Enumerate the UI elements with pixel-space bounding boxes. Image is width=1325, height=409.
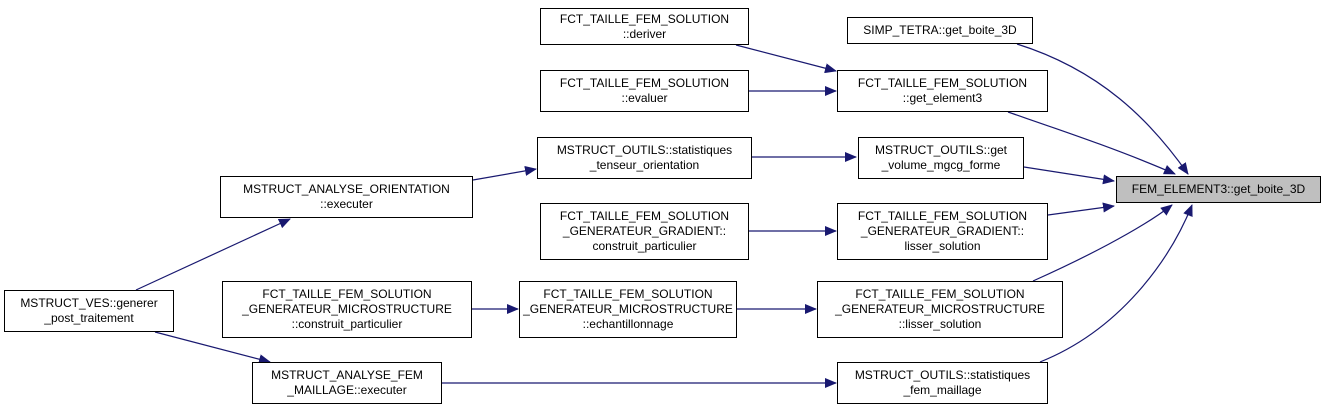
node-simp-tetra[interactable]: SIMP_TETRA::get_boite_3D [847,17,1033,44]
edge-grad_lisser-to-focus [1047,202,1115,216]
node-label-line: FEM_ELEMENT3::get_boite_3D [1131,182,1306,196]
node-micro-lisser[interactable]: FCT_TAILLE_FEM_SOLUTION_GENERATEUR_MICRO… [817,281,1063,338]
node-label-line: FCT_TAILLE_FEM_SOLUTION [559,11,730,26]
node-get-element3[interactable]: FCT_TAILLE_FEM_SOLUTION::get_element3 [837,70,1048,112]
node-label-line: FCT_TAILLE_FEM_SOLUTION [262,287,432,301]
node-grad-lisser[interactable]: FCT_TAILLE_FEM_SOLUTION_GENERATEUR_GRADI… [837,203,1048,260]
edge-simp_tetra-to-focus [1016,43,1189,175]
node-label-line: MSTRUCT_ANALYSE_ORIENTATION [243,182,450,196]
node-label-line: ::deriver [622,26,667,41]
edge-get_element3-to-focus [1007,111,1176,175]
node-label-line: SIMP_TETRA::get_boite_3D [863,23,1017,37]
edge-get_volume-to-focus [1023,166,1115,185]
node-label-line: FCT_TAILLE_FEM_SOLUTION [857,209,1028,223]
node-label-line: ::construit_particulier [291,317,403,331]
node-label-line: construit_particulier [592,239,697,253]
node-stat-fem[interactable]: MSTRUCT_OUTILS::statistiques_fem_maillag… [837,362,1048,404]
node-evaluer[interactable]: FCT_TAILLE_FEM_SOLUTION::evaluer [540,70,749,112]
node-label-line: MSTRUCT_VES::generer [20,296,158,310]
node-label-line: ::executer [320,197,373,211]
edge-micro_lisser-to-focus [1032,204,1173,282]
node-label-line: _post_traitement [44,311,134,325]
edge-deriver-to-get_element3 [735,44,837,74]
node-label-line: _GENERATEUR_MICROSTRUCTURE [242,302,452,316]
node-analyse-orient[interactable]: MSTRUCT_ANALYSE_ORIENTATION::executer [220,176,473,218]
node-grad-construit[interactable]: FCT_TAILLE_FEM_SOLUTION_GENERATEUR_GRADI… [540,203,749,260]
node-label-line: FCT_TAILLE_FEM_SOLUTION [857,76,1028,90]
node-micro-echant[interactable]: FCT_TAILLE_FEM_SOLUTION_GENERATEUR_MICRO… [519,281,737,338]
node-label-line: ::evaluer [621,91,668,105]
edge-analyse_orient-to-stat_tenseur [472,165,537,181]
node-label-line: _GENERATEUR_MICROSTRUCTURE [523,302,733,316]
node-label-line: FCT_TAILLE_FEM_SOLUTION [559,76,730,90]
node-label-line: _GENERATEUR_GRADIENT:: [860,224,1025,238]
node-label-line: MSTRUCT_OUTILS::statistiques [556,143,733,157]
node-label-line: ::lisser_solution [898,317,982,331]
node-label-line: ::echantillonnage [582,317,674,331]
edge-stat_fem-to-focus [1039,204,1193,363]
focus-node[interactable]: FEM_ELEMENT3::get_boite_3D [1116,176,1321,203]
node-label-line: MSTRUCT_OUTILS::get [874,143,1008,157]
node-label-line: _GENERATEUR_GRADIENT:: [562,224,727,238]
node-label-line: ::get_element3 [902,91,983,105]
node-label-line: _volume_mgcg_forme [881,158,1001,172]
node-label-line: FCT_TAILLE_FEM_SOLUTION [559,209,730,223]
node-label-line: _tenseur_orientation [589,158,700,172]
node-label-line: MSTRUCT_ANALYSE_FEM [271,368,423,382]
node-analyse-fem[interactable]: MSTRUCT_ANALYSE_FEM_MAILLAGE::executer [252,362,442,404]
node-ves-generer[interactable]: MSTRUCT_VES::generer_post_traitement [4,290,174,332]
edge-ves_generer-to-analyse_fem [154,331,271,365]
node-label-line: lisser_solution [904,239,981,253]
node-deriver[interactable]: FCT_TAILLE_FEM_SOLUTION::deriver [540,8,749,45]
edge-ves_generer-to-analyse_orient [135,218,291,291]
node-label-line: FCT_TAILLE_FEM_SOLUTION [855,287,1025,301]
node-label-line: _MAILLAGE::executer [287,383,407,397]
node-label-line: _GENERATEUR_MICROSTRUCTURE [835,302,1045,316]
node-micro-construit[interactable]: FCT_TAILLE_FEM_SOLUTION_GENERATEUR_MICRO… [222,281,472,338]
node-label-line: _fem_maillage [903,383,982,397]
node-stat-tenseur[interactable]: MSTRUCT_OUTILS::statistiques_tenseur_ori… [537,137,752,179]
node-label-line: FCT_TAILLE_FEM_SOLUTION [543,287,713,301]
node-label-line: MSTRUCT_OUTILS::statistiques [854,368,1031,382]
node-get-volume[interactable]: MSTRUCT_OUTILS::get_volume_mgcg_forme [858,137,1024,179]
